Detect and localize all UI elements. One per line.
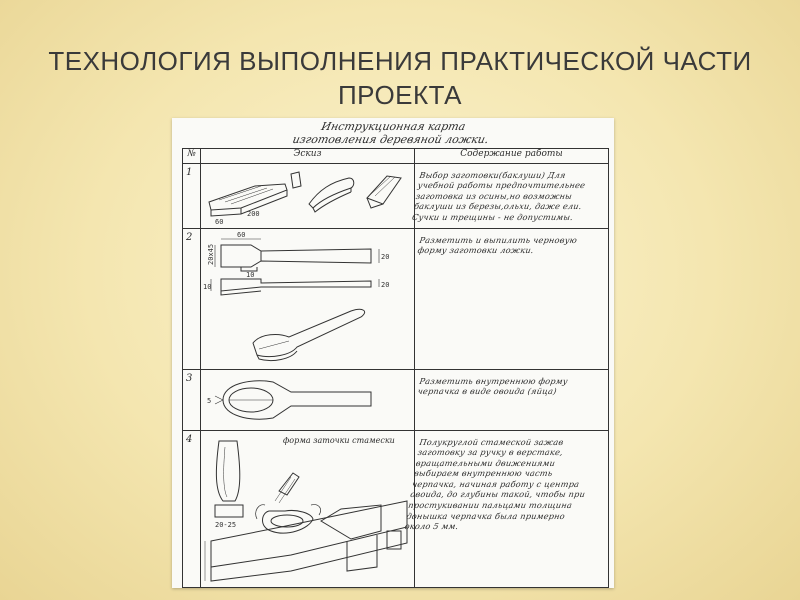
header-sketch: Эскиз (200, 148, 415, 164)
dim-label: 200 (247, 210, 260, 218)
dim-label: 20x45 (207, 244, 215, 265)
row-number: 3 (182, 369, 201, 431)
instruction-card-image: Инструкционная карта изготовления деревя… (172, 118, 614, 588)
dim-label: 20 (381, 281, 389, 289)
step-text: Выбор заготовки(баклуши) Для учебной раб… (403, 163, 609, 229)
row-number: 2 (182, 228, 201, 370)
step-text: Разметить и выпилить черновую форму заго… (389, 228, 609, 370)
dim-label: 5 (207, 397, 211, 405)
slide-title: ТЕХНОЛОГИЯ ВЫПОЛНЕНИЯ ПРАКТИЧЕСКОЙ ЧАСТИ… (0, 44, 800, 112)
card-title-line-2: изготовления деревяной ложки. (291, 133, 490, 146)
sketch-cell: 60 200 (200, 163, 415, 229)
header-content: Содержание работы (414, 148, 609, 164)
row-number: 4 (182, 430, 201, 588)
dim-label: 20 (381, 253, 389, 261)
sketch-log-blanks: 60 200 (208, 171, 402, 226)
dim-label: 10 (203, 283, 211, 291)
card-title-line-1: Инструкционная карта (320, 120, 467, 133)
slide-title-line-2: ПРОЕКТА (337, 80, 463, 110)
instruction-table: № Эскиз Содержание работы 1 (182, 148, 609, 588)
dim-label: 60 (237, 231, 245, 239)
dim-label: 60 (215, 218, 223, 226)
sketch-cell: 60 20x45 10 20 10 20 (200, 228, 415, 370)
table-row: 1 60 200 (182, 163, 609, 229)
sketch-spoon-bowl-marking: 5 (207, 380, 372, 420)
step-text: Разметить внутреннюю форму черпачка в ви… (403, 369, 609, 431)
sketch-gouge-workbench: форма заточки стамески (204, 436, 408, 582)
table-row: 4 форма заточки стамески (182, 430, 609, 588)
sketch-cell: форма заточки стамески (200, 430, 415, 588)
dim-label: 20-25 (215, 521, 236, 529)
sketch-spoon-blank: 60 20x45 10 20 10 20 (203, 231, 389, 362)
step-text: Полукруглой стамеской зажав заготовку за… (386, 430, 609, 588)
gouge-label: форма заточки стамески (283, 436, 395, 445)
header-number: № (182, 148, 201, 164)
table-row: 3 5 Разметить внутреннюю форму черпачка … (182, 369, 609, 431)
row-number: 1 (182, 163, 201, 229)
sketch-cell: 5 (200, 369, 415, 431)
dim-label: 10 (246, 271, 254, 279)
table-row: 2 (182, 228, 609, 370)
card-title: Инструкционная карта изготовления деревя… (209, 120, 575, 146)
table-header-row: № Эскиз Содержание работы (182, 148, 609, 164)
slide-title-line-1: ТЕХНОЛОГИЯ ВЫПОЛНЕНИЯ ПРАКТИЧЕСКОЙ ЧАСТИ (48, 46, 752, 76)
